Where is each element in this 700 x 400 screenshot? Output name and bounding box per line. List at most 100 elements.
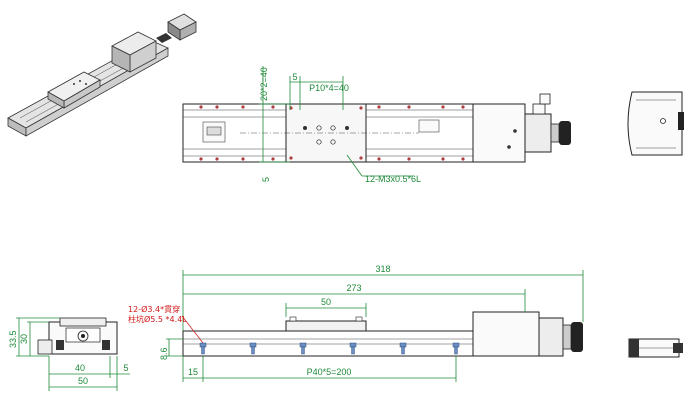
dim-text-318: 318 (375, 264, 390, 274)
rail-mount-hole (461, 157, 465, 161)
end-cap-screw (660, 118, 666, 124)
rail-mount-hole (441, 157, 445, 161)
mounting-screw-shank (401, 346, 405, 355)
rail-mount-hole (271, 157, 275, 161)
mounting-screw-head (199, 342, 207, 348)
end-cap-outline (627, 91, 683, 156)
top-view-dimensions: 20*2=40 5 P10*4=40 5 12-M3x0.5*6L (259, 66, 421, 184)
carriage-center-hole (330, 125, 336, 131)
dim-text-8-6: 8.6 (159, 347, 169, 360)
dim-text-50: 50 (78, 376, 88, 386)
rail-mount-hole (407, 157, 411, 161)
top-motor-block (472, 103, 526, 163)
carriage-center-hole (345, 126, 349, 130)
top-motor (524, 113, 552, 153)
end-cap-tab (678, 112, 684, 130)
rail-mount-hole (461, 105, 465, 109)
rail-mount-hole (199, 157, 203, 161)
leader-mount-holes (181, 315, 204, 344)
top-view (182, 93, 571, 163)
mounting-screw (349, 342, 357, 355)
front-carriage-lip (355, 316, 363, 322)
iso-motor-block-front (111, 45, 131, 73)
top-connector (539, 93, 551, 105)
top-cable-exit (532, 103, 546, 115)
motor-side-view-small (628, 338, 683, 358)
top-knob (559, 121, 571, 145)
front-coupler (562, 324, 572, 350)
mounting-screw-shank (301, 346, 305, 355)
mounting-screw-head (399, 342, 407, 348)
dim-text-5-top: 5 (292, 72, 297, 82)
mounting-screw-shank (251, 346, 255, 355)
note-mount-holes-line2: 柱坑Ø5.5 *4.4L (128, 314, 187, 324)
motor-block-hole (513, 129, 517, 133)
rail-mount-hole (215, 105, 219, 109)
dim-text-p40x5: P40*5=200 (307, 367, 352, 377)
iso-carriage-front (47, 91, 65, 109)
front-view-dimensions: 318 273 50 8.6 15 P40*5=200 12-Ø3.4*貫穿 柱… (128, 264, 584, 382)
top-right-limit-block (418, 119, 440, 133)
end-view-lead-screw-core (81, 334, 85, 338)
dim-text-30: 30 (19, 334, 29, 344)
rail-mount-hole (241, 157, 245, 161)
end-view-carriage (59, 317, 107, 327)
mounting-screw-head (249, 342, 257, 348)
carriage-center-hole (316, 125, 322, 131)
carriage-center-hole (330, 139, 336, 145)
rail-mount-hole (441, 105, 445, 109)
end-view-foot (102, 340, 110, 350)
dim-text-15: 15 (188, 367, 198, 377)
dim-text-33-5: 33.5 (8, 330, 18, 348)
front-motor (538, 317, 564, 357)
dim-text-p10x4: P10*4=40 (309, 83, 349, 93)
mounting-screw-head (452, 342, 460, 348)
carriage-center-hole (316, 139, 322, 145)
rail-mount-hole (241, 105, 245, 109)
iso-motor-shaft (156, 33, 172, 43)
end-cap-side-view (627, 91, 684, 156)
mounting-screw-head (299, 342, 307, 348)
mounting-screw-shank (351, 346, 355, 355)
front-knob (571, 322, 583, 352)
rail-mount-hole (377, 157, 381, 161)
dim-text-50: 50 (321, 297, 331, 307)
motor-side-cap (629, 339, 639, 357)
iso-hole (73, 83, 75, 85)
mounting-screw-shank (454, 346, 458, 355)
isometric-view (7, 13, 197, 137)
rail-mount-hole (215, 157, 219, 161)
rail-mount-hole (359, 106, 363, 110)
mounting-screw (399, 342, 407, 355)
mounting-screw (452, 342, 460, 355)
leader-tapped-holes (346, 154, 363, 177)
rail-mount-hole (359, 156, 363, 160)
rail-mount-hole (271, 105, 275, 109)
dim-text-20x2: 20*2=40 (259, 67, 269, 101)
front-view (182, 311, 583, 357)
top-coupler (550, 123, 560, 143)
iso-hole (79, 80, 81, 82)
motor-side-connector (673, 343, 683, 353)
iso-hole (85, 83, 87, 85)
end-view-dimensions: 33.5 30 40 50 5 (8, 317, 130, 391)
note-mount-holes-line1: 12-Ø3.4*貫穿 (128, 304, 180, 314)
top-left-slot (206, 126, 222, 136)
end-view-motor-stub (37, 339, 53, 355)
front-view-mounting-screws (199, 342, 460, 355)
note-tapped-holes: 12-M3x0.5*6L (365, 174, 421, 184)
mounting-screw (299, 342, 307, 355)
end-view (37, 317, 118, 355)
mounting-screw-head (349, 342, 357, 348)
front-carriage-lip (289, 316, 297, 322)
dim-text-5-left: 5 (261, 177, 271, 182)
dim-text-40: 40 (75, 363, 85, 373)
front-motor-block (472, 311, 540, 357)
dim-text-5: 5 (123, 363, 128, 373)
rail-mount-hole (199, 105, 203, 109)
rail-mount-hole (377, 105, 381, 109)
iso-connector-front (167, 21, 181, 41)
front-base-outline (182, 330, 474, 357)
end-view-foot (56, 340, 64, 350)
